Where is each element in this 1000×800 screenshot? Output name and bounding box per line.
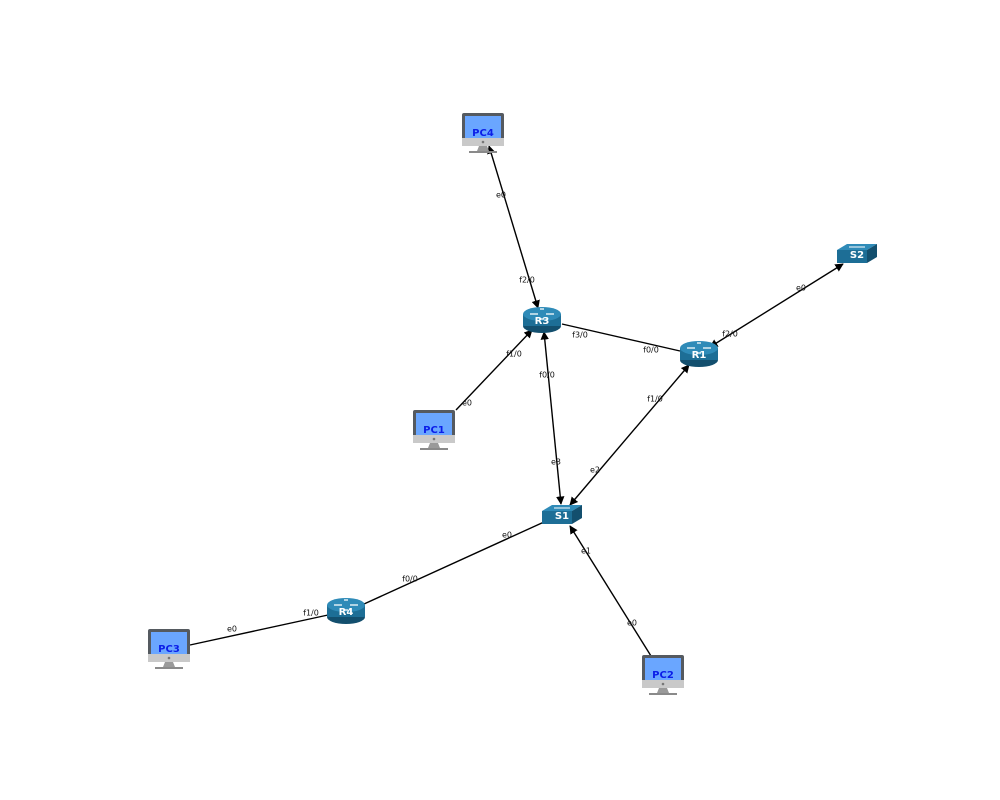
switch-icon (542, 505, 582, 524)
port-label-r4: f1/0 (303, 609, 319, 618)
link-r3-r1[interactable] (561, 323, 681, 352)
pc-monitor-icon (642, 655, 684, 695)
pc-monitor-icon (413, 410, 455, 450)
port-label-s2: e0 (796, 284, 806, 293)
link-r4-pc3[interactable] (189, 614, 329, 646)
port-label-r1: f0/0 (643, 346, 659, 355)
port-label-r3: f1/0 (506, 350, 522, 359)
node-label: PC4 (472, 128, 494, 139)
node-label: PC3 (158, 644, 180, 655)
port-label-s1: e0 (502, 531, 512, 540)
port-label-r1: f2/0 (722, 330, 738, 339)
port-label-r1: f1/0 (647, 395, 663, 404)
link-pc4-r3[interactable] (487, 145, 540, 309)
node-label: R3 (535, 316, 550, 327)
port-label-pc4: e0 (496, 191, 506, 200)
port-label-s1: e1 (581, 547, 591, 556)
pc-monitor-icon (148, 629, 190, 669)
pc-monitor-icon (462, 113, 504, 153)
node-label: PC1 (423, 425, 445, 436)
port-label-r3: f0/0 (539, 371, 555, 380)
node-s1[interactable]: S1 (542, 505, 582, 524)
port-label-s1: e3 (551, 458, 561, 467)
links-layer (189, 145, 844, 657)
node-s2[interactable]: S2 (837, 244, 877, 263)
link-pc2-s1[interactable] (569, 525, 652, 657)
port-label-s1: e2 (590, 466, 600, 475)
node-pc2[interactable]: PC2 (642, 655, 684, 695)
link-pc1-r3[interactable] (455, 329, 533, 411)
node-label: PC2 (652, 670, 674, 681)
node-label: S1 (555, 511, 569, 522)
port-label-pc3: e0 (227, 625, 237, 634)
node-r3[interactable]: R3 (523, 307, 561, 333)
router-icon (680, 341, 718, 367)
switch-icon (837, 244, 877, 263)
port-label-pc2: e0 (627, 619, 637, 628)
link-r3-s1[interactable] (540, 331, 565, 505)
router-icon (523, 307, 561, 333)
node-pc3[interactable]: PC3 (148, 629, 190, 669)
port-labels-layer: e0 f2/0 f3/0 f0/0 e0 f2/0 e0 f1/0 f0/0 e3 f1/0 e2 e0… (227, 191, 806, 634)
port-label-r3: f3/0 (572, 331, 588, 340)
port-label-pc1: e0 (462, 399, 472, 408)
router-icon (327, 598, 365, 624)
node-label: R1 (692, 350, 707, 361)
node-label: R4 (339, 607, 354, 618)
link-s2-r1[interactable] (709, 263, 844, 348)
node-r1[interactable]: R1 (680, 341, 718, 367)
node-pc4[interactable]: PC4 (462, 113, 504, 153)
node-r4[interactable]: R4 (327, 598, 365, 624)
node-label: S2 (850, 250, 864, 261)
node-pc1[interactable]: PC1 (413, 410, 455, 450)
port-label-r4: f0/0 (402, 575, 418, 584)
port-label-r3: f2/0 (519, 276, 535, 285)
link-s1-r4[interactable] (363, 521, 545, 605)
link-r1-s1[interactable] (569, 364, 690, 506)
